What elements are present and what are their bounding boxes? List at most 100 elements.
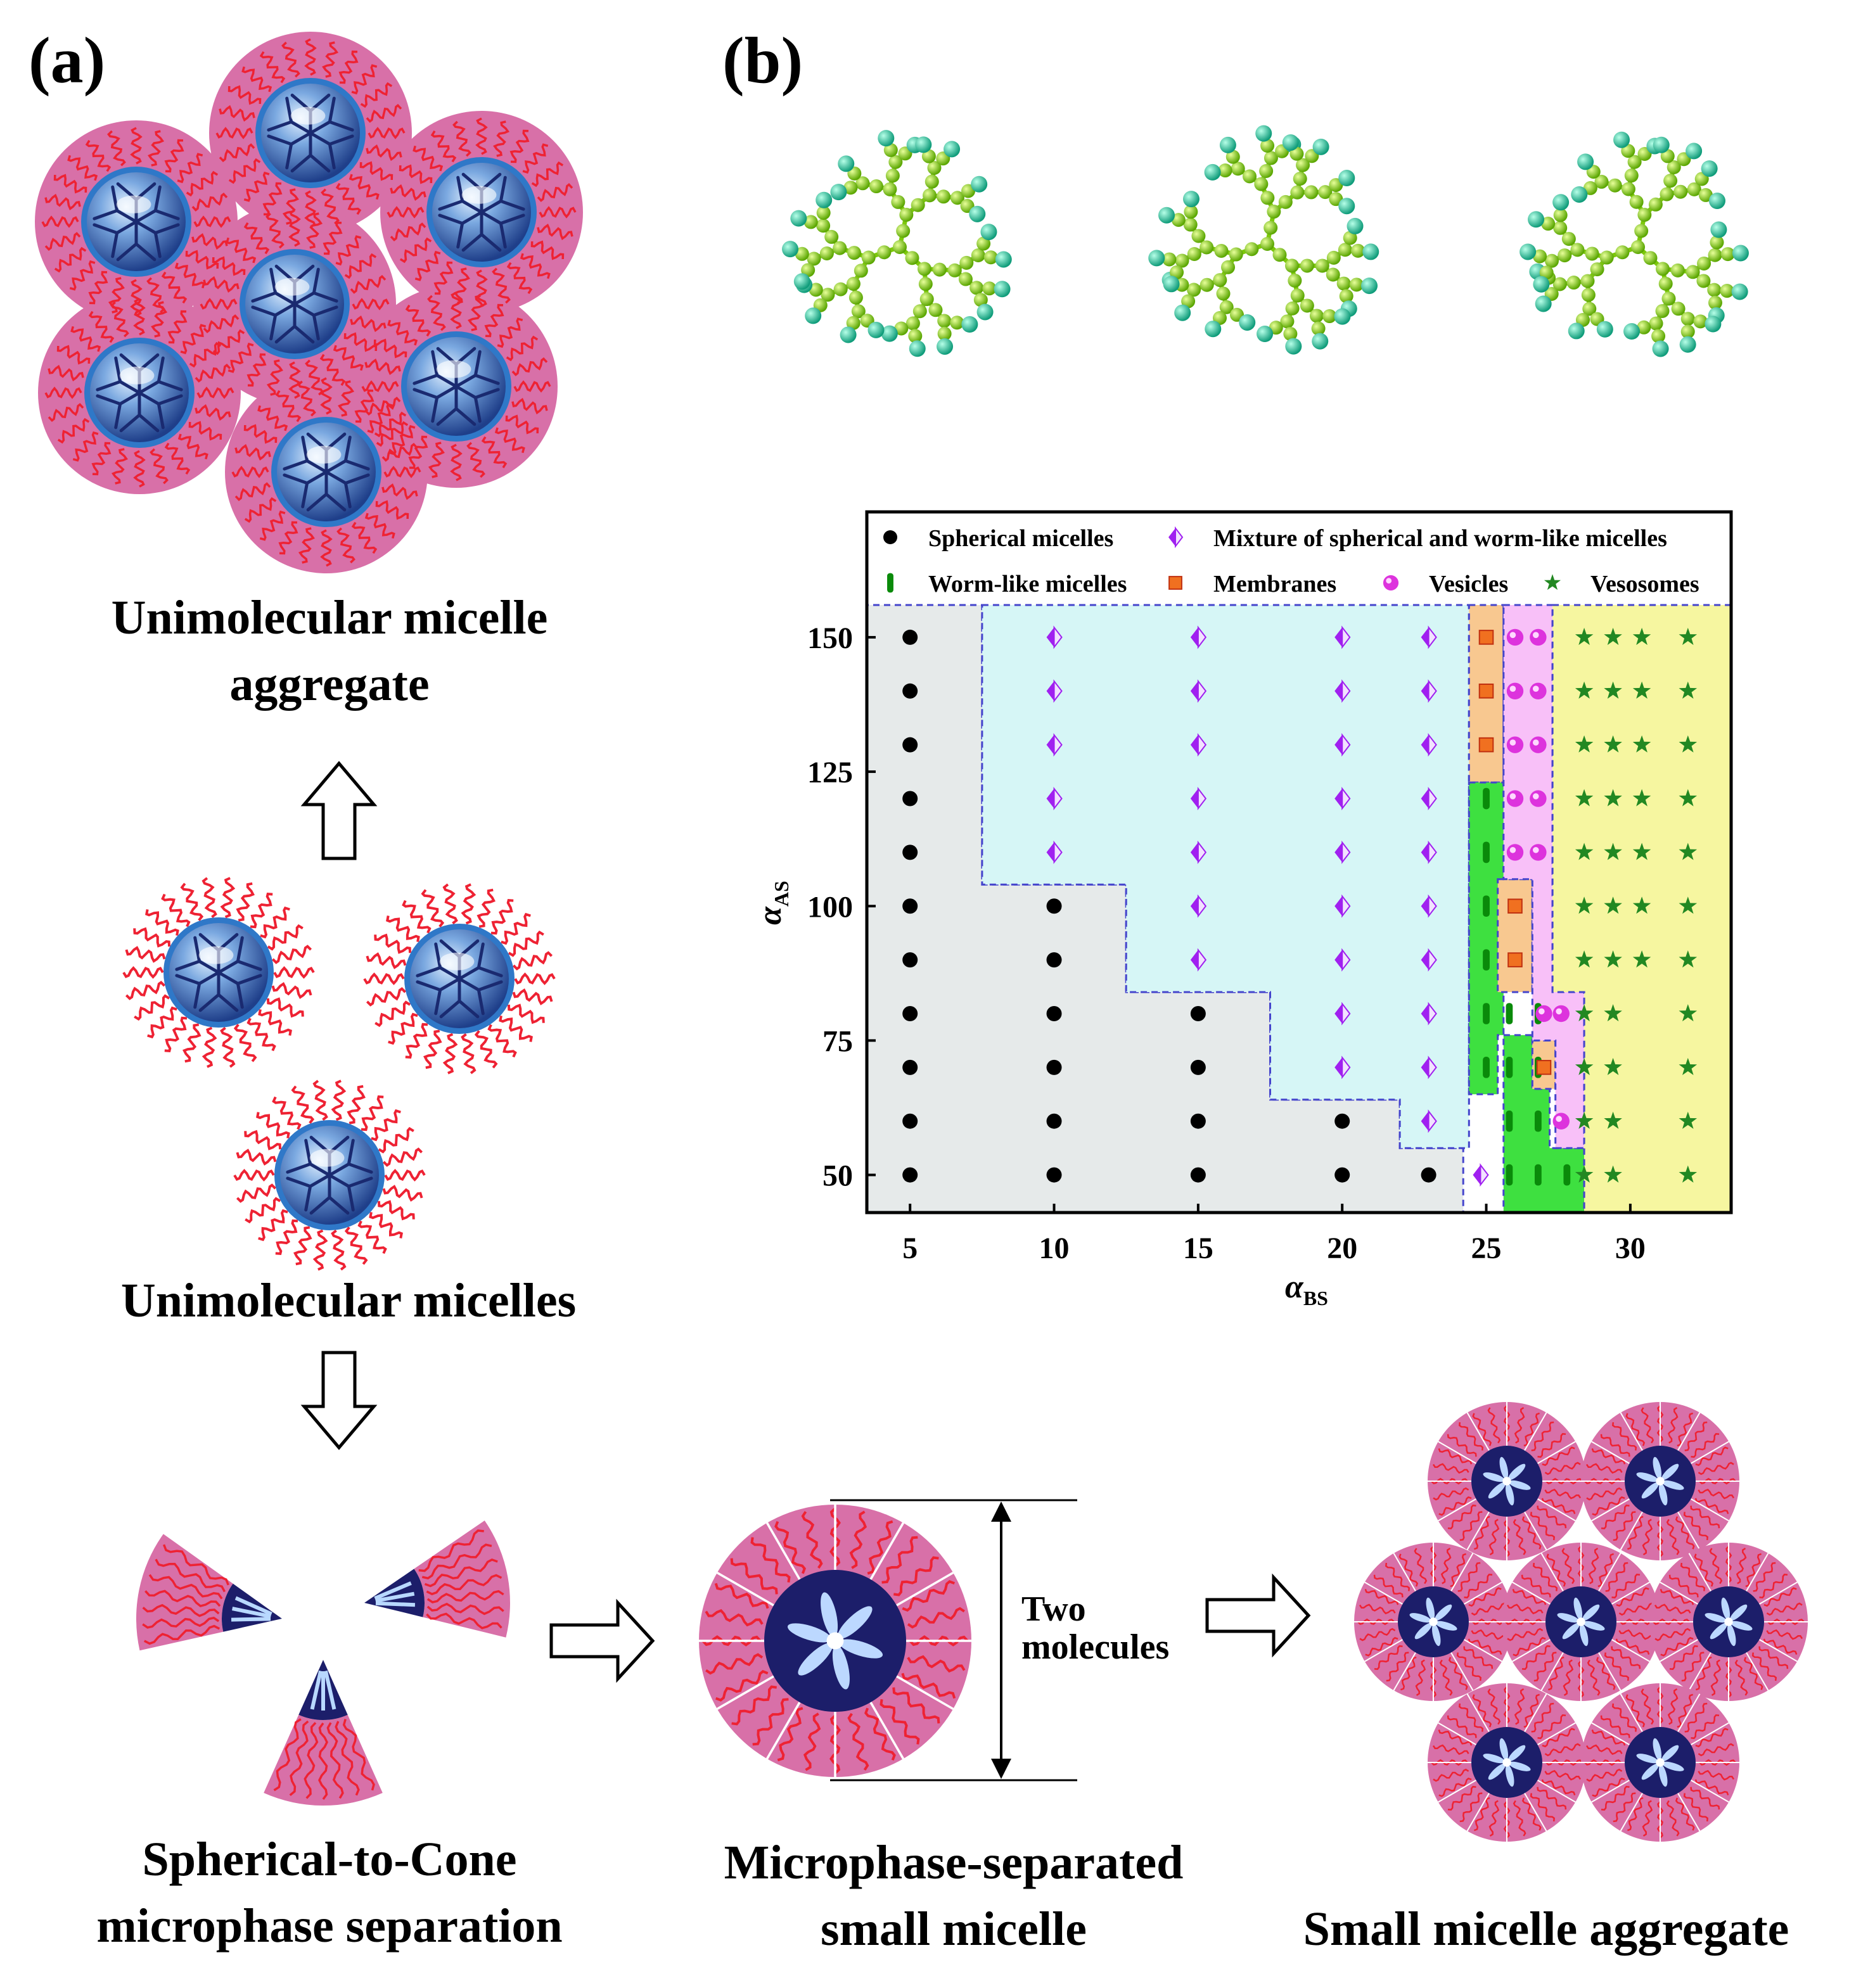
aggregate-micelle-3 <box>1502 1543 1660 1701</box>
point-vesosome-23 <box>1632 896 1651 914</box>
legend-entry-worm: Worm-like micelles <box>887 571 1127 597</box>
micelle-chains-2 <box>233 1080 426 1271</box>
point-vesosome-35 <box>1679 843 1698 860</box>
point-spherical-4 <box>902 952 918 968</box>
point-vesosome-4 <box>1575 950 1594 968</box>
point-vesosome-2 <box>1575 1057 1594 1075</box>
point-vesosome-3 <box>1575 1004 1594 1022</box>
point-vesicle-6 <box>1530 790 1547 807</box>
point-membrane-2 <box>1478 630 1494 645</box>
aggregate-micelle-1 <box>1581 1402 1739 1560</box>
caption-spherical-to-cone-line1: Spherical-to-Cone <box>142 1833 516 1886</box>
y-tick-label-125: 125 <box>807 756 853 789</box>
point-worm-7 <box>1506 1110 1513 1132</box>
dendrimer-2 <box>1520 131 1749 357</box>
point-membrane-3 <box>1507 952 1523 967</box>
arrow-down-icon <box>300 1351 378 1450</box>
x-axis-label: αBS <box>1285 1269 1328 1309</box>
microphase-separated-small-micelle <box>699 1505 971 1777</box>
caption-unimolecular-aggregate-line1: Unimolecular micelle <box>112 591 548 644</box>
arrow-right-icon-1 <box>549 1598 655 1683</box>
point-vesosome-29 <box>1679 1165 1698 1183</box>
point-vesosome-16 <box>1604 896 1622 914</box>
legend-label-worm: Worm-like micelles <box>928 571 1127 597</box>
point-spherical-2 <box>902 1059 918 1075</box>
legend-marker-spherical <box>883 530 897 544</box>
two-molecules-dimension <box>830 1499 1077 1781</box>
point-vesosome-13 <box>1604 1057 1622 1075</box>
point-spherical-5 <box>902 898 918 914</box>
point-vesosome-30 <box>1679 1111 1698 1129</box>
legend-entry-vesicle: Vesicles <box>1383 571 1508 597</box>
point-mixture-23 <box>1421 1002 1437 1026</box>
point-mixture-25 <box>1421 894 1437 918</box>
x-tick-label-20: 20 <box>1327 1232 1357 1265</box>
point-spherical-12 <box>1046 1113 1062 1129</box>
dendrimer-1 <box>1148 125 1379 355</box>
point-worm-9 <box>1506 1003 1513 1024</box>
point-worm-8 <box>1506 1057 1513 1078</box>
point-vesosome-15 <box>1604 950 1622 968</box>
point-vesicle-0 <box>1506 844 1524 861</box>
point-vesosome-39 <box>1679 627 1698 646</box>
point-mixture-17 <box>1334 786 1351 811</box>
point-vesicle-1 <box>1506 790 1524 807</box>
point-vesicle-9 <box>1530 628 1547 646</box>
corona-chains-0 <box>215 38 406 228</box>
legend-entry-membrane: Membranes <box>1168 571 1336 597</box>
small-micelle-aggregate <box>1354 1402 1808 1842</box>
phase-regions <box>866 604 1732 1214</box>
cone-0 <box>136 1534 282 1651</box>
corona-chains-5 <box>361 291 551 481</box>
legend-entry-mixture: Mixture of spherical and worm-like micel… <box>1168 525 1667 552</box>
point-vesosome-0 <box>1575 1165 1594 1183</box>
point-mixture-31 <box>1473 1163 1489 1187</box>
point-mixture-9 <box>1190 733 1207 757</box>
point-worm-0 <box>1483 1057 1490 1078</box>
point-worm-2 <box>1483 949 1490 971</box>
point-spherical-22 <box>1334 1113 1350 1129</box>
dendrimer-molecules <box>782 125 1749 357</box>
y-tick-label-75: 75 <box>822 1024 853 1058</box>
aggregate-micelle-0 <box>1428 1402 1586 1560</box>
panel-label-b: (b) <box>722 24 803 97</box>
phase-points <box>902 625 1698 1187</box>
point-spherical-13 <box>1046 1059 1062 1075</box>
point-mixture-27 <box>1421 786 1437 811</box>
point-mixture-10 <box>1190 679 1207 703</box>
legend-label-mixture: Mixture of spherical and worm-like micel… <box>1213 525 1667 552</box>
point-vesicle-2 <box>1506 736 1524 753</box>
point-vesosome-22 <box>1632 950 1651 968</box>
point-mixture-3 <box>1046 679 1063 703</box>
unimolecular-micelles-group <box>122 877 556 1271</box>
dendrimer-0 <box>782 130 1012 357</box>
y-axis-label: αAS <box>752 881 793 925</box>
x-tick-label-15: 15 <box>1183 1232 1213 1265</box>
point-spherical-8 <box>902 737 918 753</box>
point-vesicle-12 <box>1552 1005 1570 1023</box>
point-mixture-0 <box>1046 840 1063 864</box>
legend-label-spherical: Spherical micelles <box>928 525 1113 552</box>
legend-entry-vesosome: Vesosomes <box>1544 571 1699 597</box>
point-spherical-16 <box>1046 898 1062 914</box>
point-vesosome-10 <box>1575 627 1594 646</box>
point-mixture-24 <box>1421 948 1437 972</box>
point-mixture-15 <box>1334 894 1351 918</box>
arrow-right-icon-2 <box>1205 1573 1311 1658</box>
point-vesosome-26 <box>1632 735 1651 753</box>
point-vesosome-34 <box>1679 896 1698 914</box>
point-spherical-18 <box>1190 1113 1206 1129</box>
point-mixture-6 <box>1190 894 1207 918</box>
point-membrane-0 <box>1478 737 1494 753</box>
arrow-up-icon <box>300 761 378 860</box>
point-worm-5 <box>1483 787 1490 810</box>
point-vesicle-3 <box>1506 682 1524 699</box>
corona-chains-1 <box>41 127 231 317</box>
legend-entry-spherical: Spherical micelles <box>883 525 1113 552</box>
point-vesosome-18 <box>1604 789 1622 806</box>
point-spherical-14 <box>1046 1005 1062 1021</box>
point-spherical-9 <box>902 683 918 699</box>
plot-frame <box>865 510 1733 1214</box>
point-mixture-21 <box>1421 1109 1437 1133</box>
